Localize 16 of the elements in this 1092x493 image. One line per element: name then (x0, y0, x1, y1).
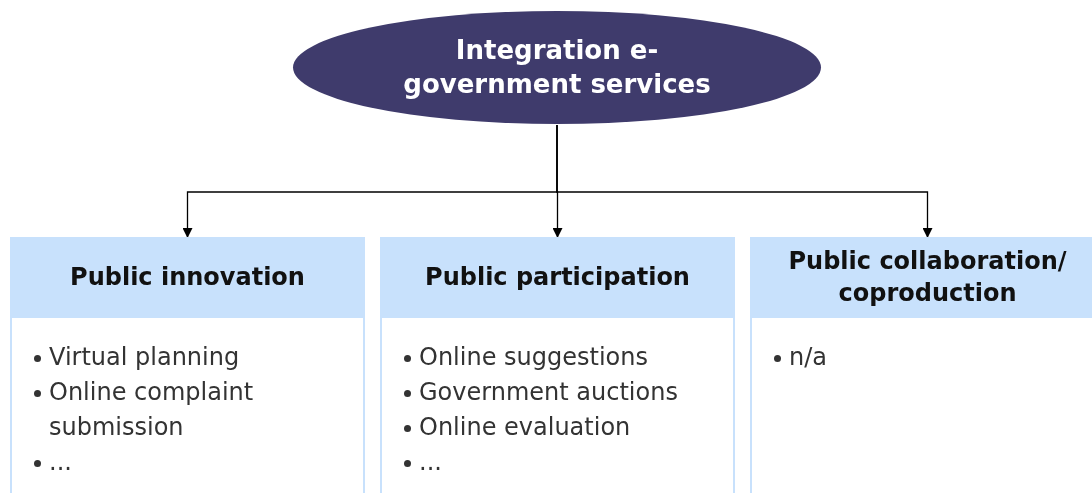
bullet-item: ... (49, 447, 72, 478)
bullet-item: Virtual planning (49, 342, 240, 373)
column-panel (750, 237, 1092, 493)
column-heading: Public participation (382, 237, 733, 318)
bullet-item: Online evaluation (419, 412, 631, 443)
column-heading: Public collaboration/ coproduction (752, 237, 1092, 318)
bullet-item: Online suggestions (419, 342, 648, 373)
bullet-item: Online complaint submission (49, 377, 255, 443)
column-heading: Public innovation (12, 237, 363, 318)
bullet-item: n/a (789, 342, 827, 373)
ellipse-label: Integration e-government services (402, 33, 712, 101)
connector-arrow (556, 124, 933, 238)
column-panel (380, 237, 735, 493)
bullet-item: Government auctions (419, 377, 678, 408)
bullet-item: ... (419, 447, 442, 478)
column-panel (10, 237, 365, 493)
